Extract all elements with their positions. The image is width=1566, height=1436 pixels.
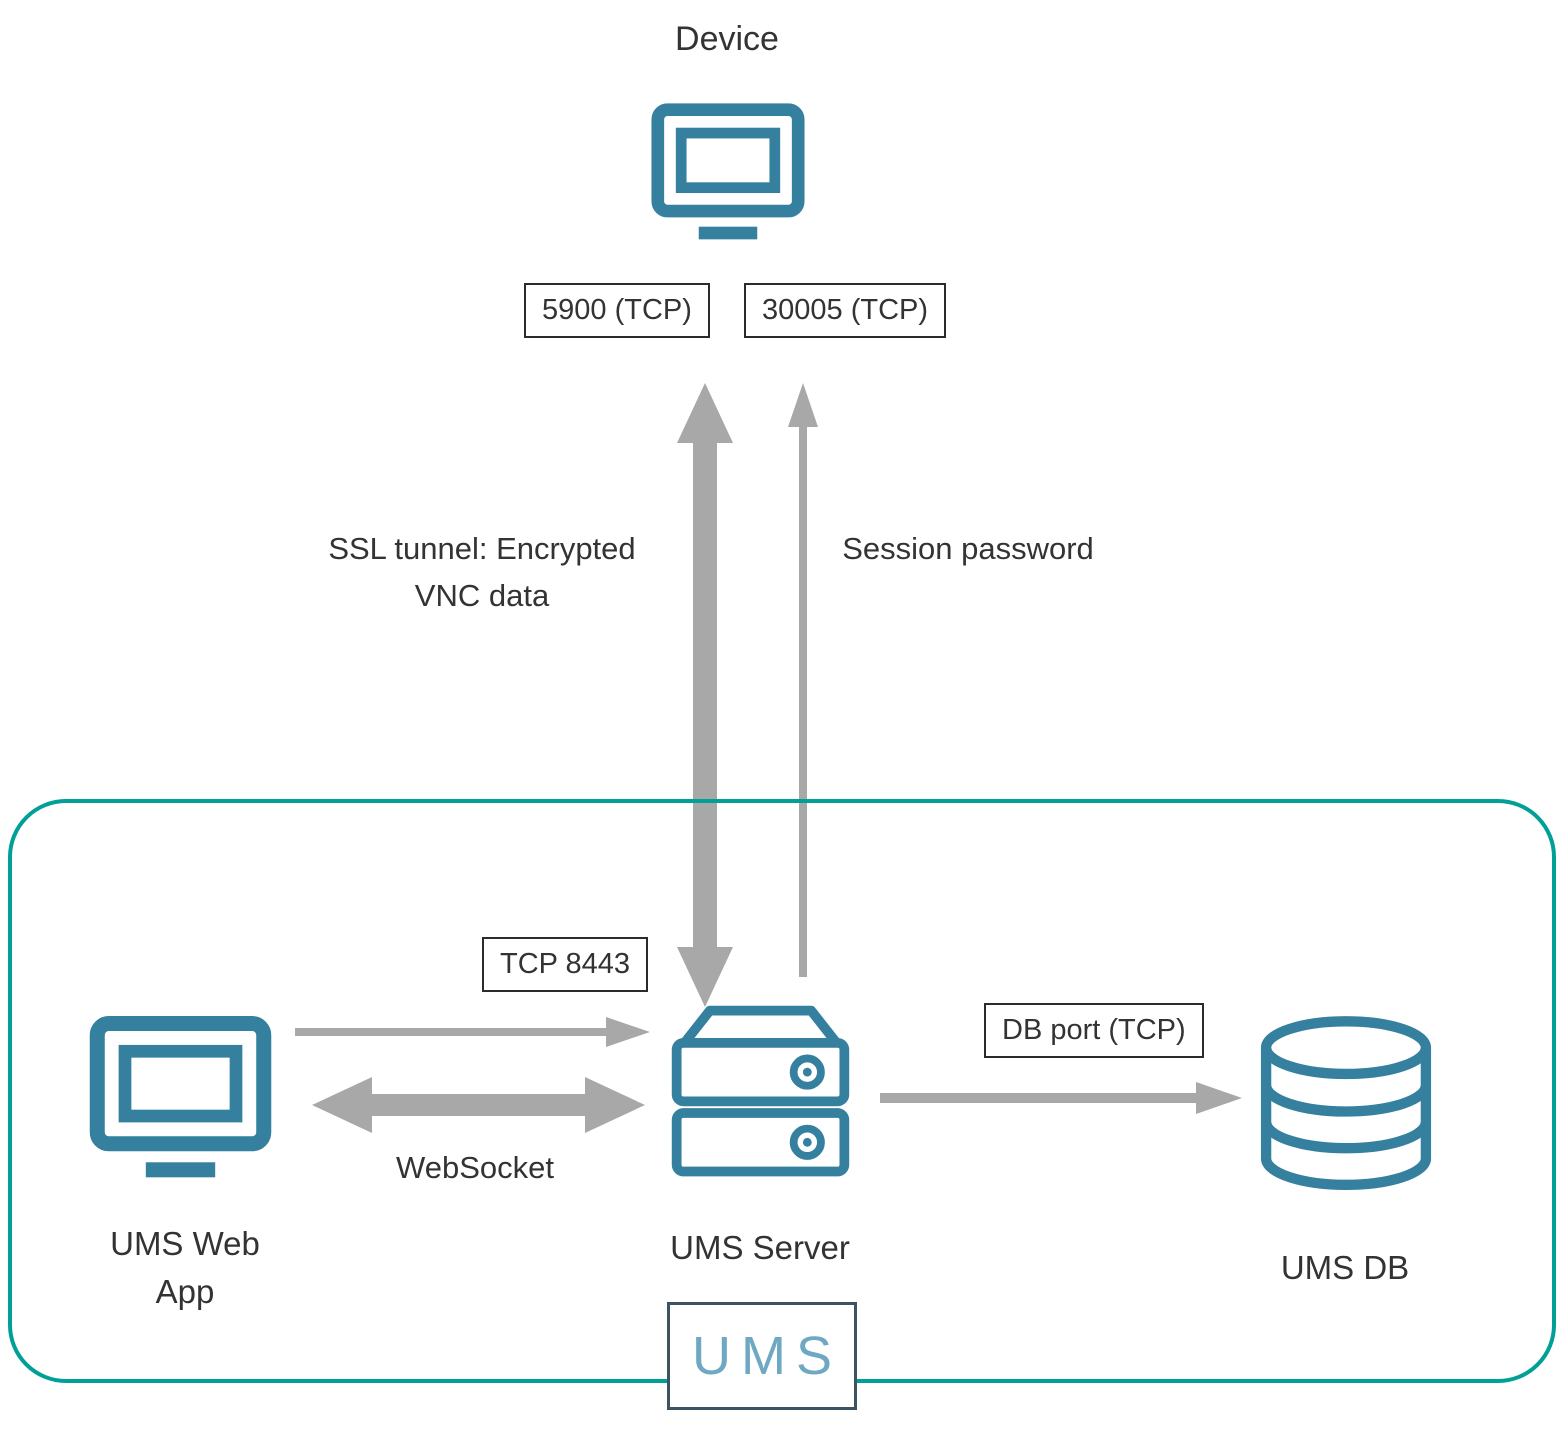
port-box-30005: 30005 (TCP) [744,283,947,338]
ssl-tunnel-label-line1: SSL tunnel: Encrypted [328,531,636,566]
db-port-box: DB port (TCP) [984,1003,1204,1058]
ums-logo-text: UMS [692,1326,842,1386]
websocket-label: WebSocket [396,1150,554,1185]
web-app-monitor-icon [88,1012,273,1190]
ums-db-icon [1250,1010,1442,1198]
ums-server-label: UMS Server [670,1229,850,1266]
tcp-8443-box: TCP 8443 [482,937,649,992]
ssl-tunnel-label-line2: VNC data [414,577,550,613]
ums-db-label: UMS DB [1280,1249,1410,1286]
web-app-label: UMS Web App [60,1220,310,1316]
web-app-label-line1: UMS Web [110,1225,260,1262]
ums-server-icon [663,998,858,1193]
session-password-label: Session password [842,531,1094,566]
device-monitor-icon [650,100,806,250]
ssl-tunnel-label: SSL tunnel: Encrypted VNC data [282,526,682,619]
port-box-5900: 5900 (TCP) [524,283,710,338]
web-app-label-line2: App [155,1272,215,1310]
ums-logo: UMS [667,1302,857,1410]
device-label: Device [675,20,779,58]
